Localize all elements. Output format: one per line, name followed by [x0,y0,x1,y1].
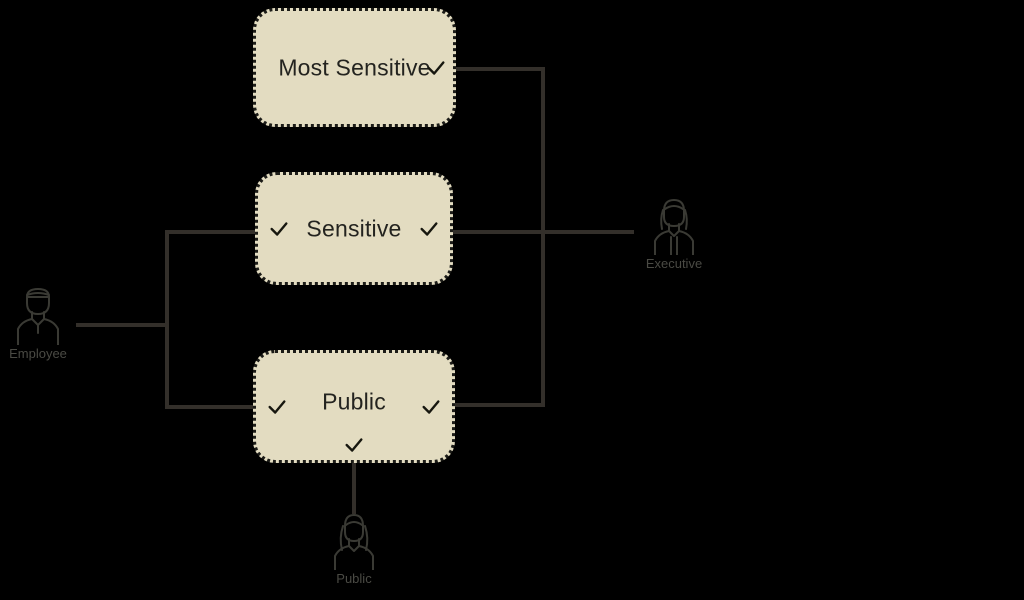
node-public-label: Public [322,388,386,415]
actor-public-label: Public [336,571,372,586]
person-longhair-icon [321,508,387,570]
checkmark-icon [418,218,440,240]
person-cap-icon [5,283,71,345]
node-sensitive-label: Sensitive [306,215,402,241]
node-most-sensitive-label: Most Sensitive [278,54,431,80]
actor-public[interactable]: Public [308,508,400,586]
node-sensitive[interactable]: Sensitive [255,172,453,285]
checkmark-icon [266,396,288,418]
checkmark-icon [343,434,365,456]
checkmark-icon [268,218,290,240]
actor-employee-label: Employee [9,346,67,361]
actor-executive[interactable]: Executive [628,193,720,271]
actor-executive-label: Executive [645,256,703,271]
checkmark-icon [425,57,447,79]
node-most-sensitive[interactable]: Most Sensitive [253,8,456,127]
checkmark-icon [420,396,442,418]
person-suit-icon [641,193,707,255]
actor-employee[interactable]: Employee [0,283,84,361]
node-public[interactable]: Public [253,350,455,463]
